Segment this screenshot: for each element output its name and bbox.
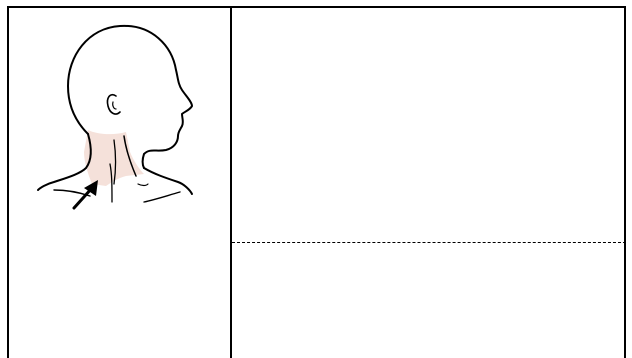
head-neck-illustration-icon bbox=[26, 14, 196, 214]
right-top-cell bbox=[232, 8, 624, 242]
dashed-row-divider bbox=[232, 242, 626, 243]
right-bottom-cell bbox=[232, 244, 624, 358]
ear bbox=[107, 95, 120, 114]
neck-highlight bbox=[84, 130, 144, 186]
